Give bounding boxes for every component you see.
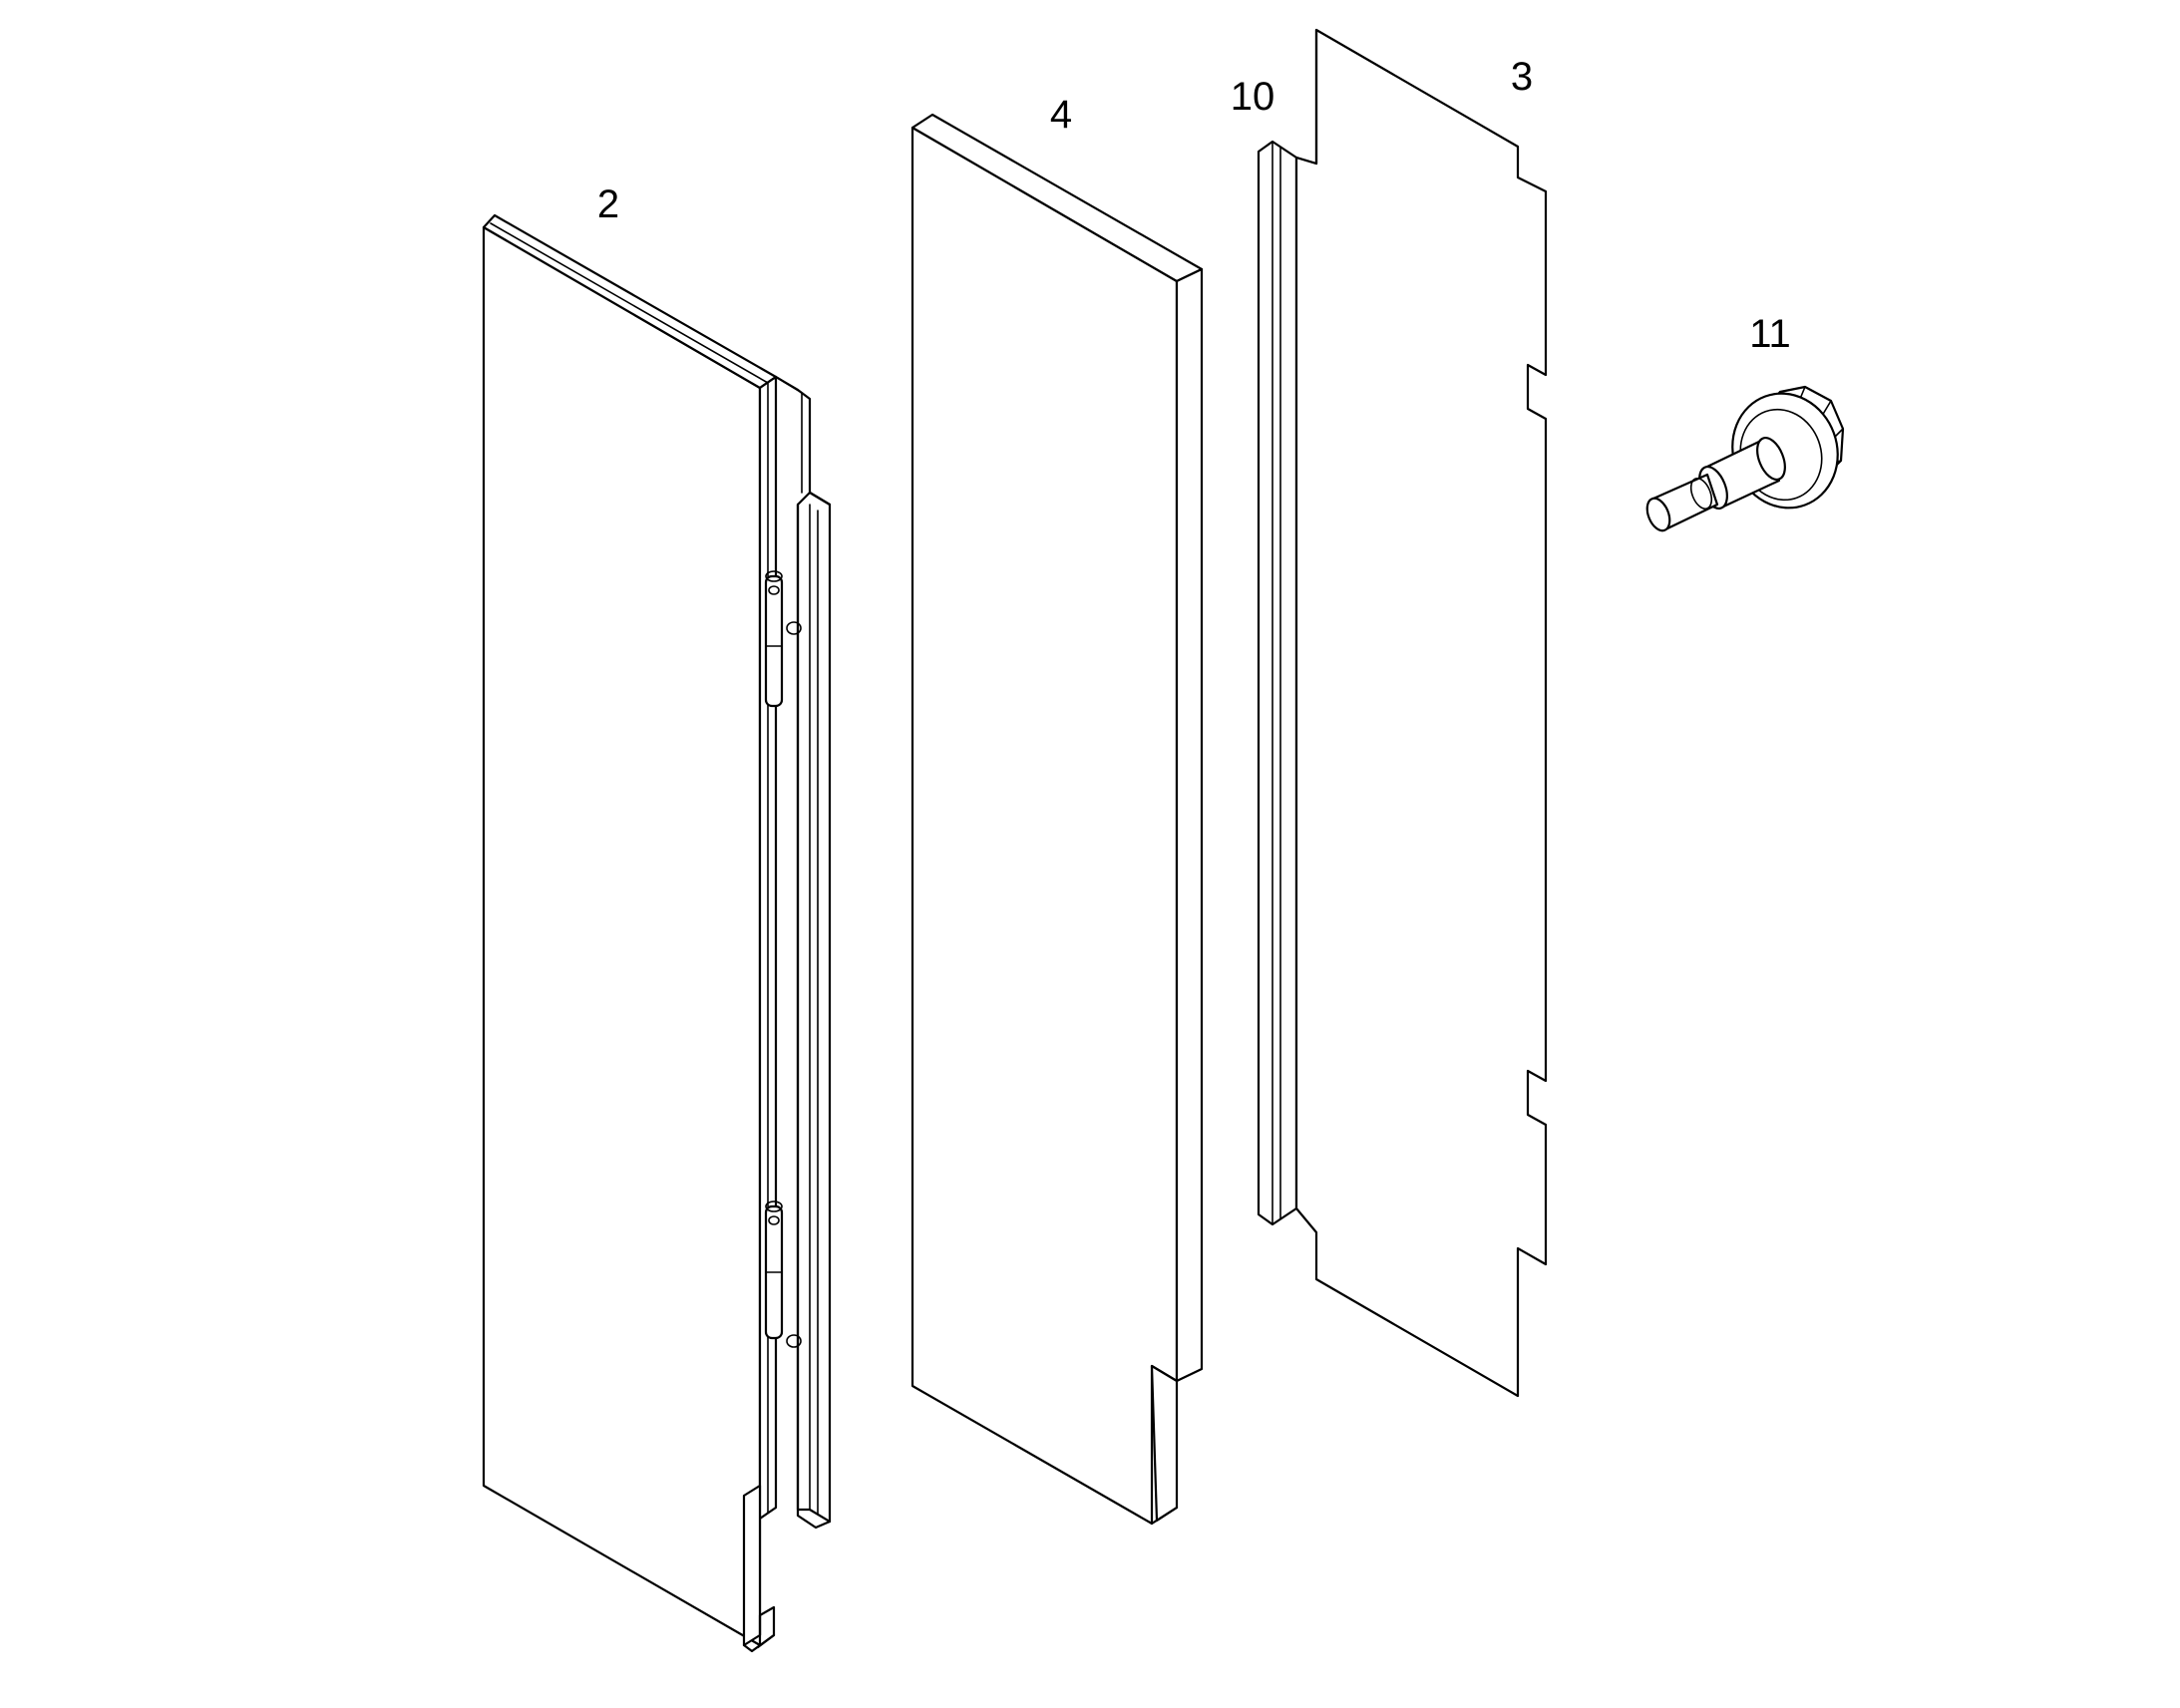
part-hinge-bolt bbox=[1645, 385, 1845, 532]
hinge-upper bbox=[764, 570, 802, 708]
callout-10: 10 bbox=[1231, 75, 1275, 119]
callout-11: 11 bbox=[1749, 312, 1791, 356]
hinge-lower bbox=[764, 1200, 802, 1348]
part-door-panel bbox=[482, 213, 832, 1653]
callout-3: 3 bbox=[1511, 55, 1533, 99]
part-back-sheet bbox=[1294, 28, 1548, 1398]
callout-2: 2 bbox=[597, 182, 619, 226]
part-edge-strip bbox=[1257, 140, 1298, 1226]
callout-4: 4 bbox=[1050, 93, 1072, 137]
part-insulation-board bbox=[910, 113, 1204, 1526]
